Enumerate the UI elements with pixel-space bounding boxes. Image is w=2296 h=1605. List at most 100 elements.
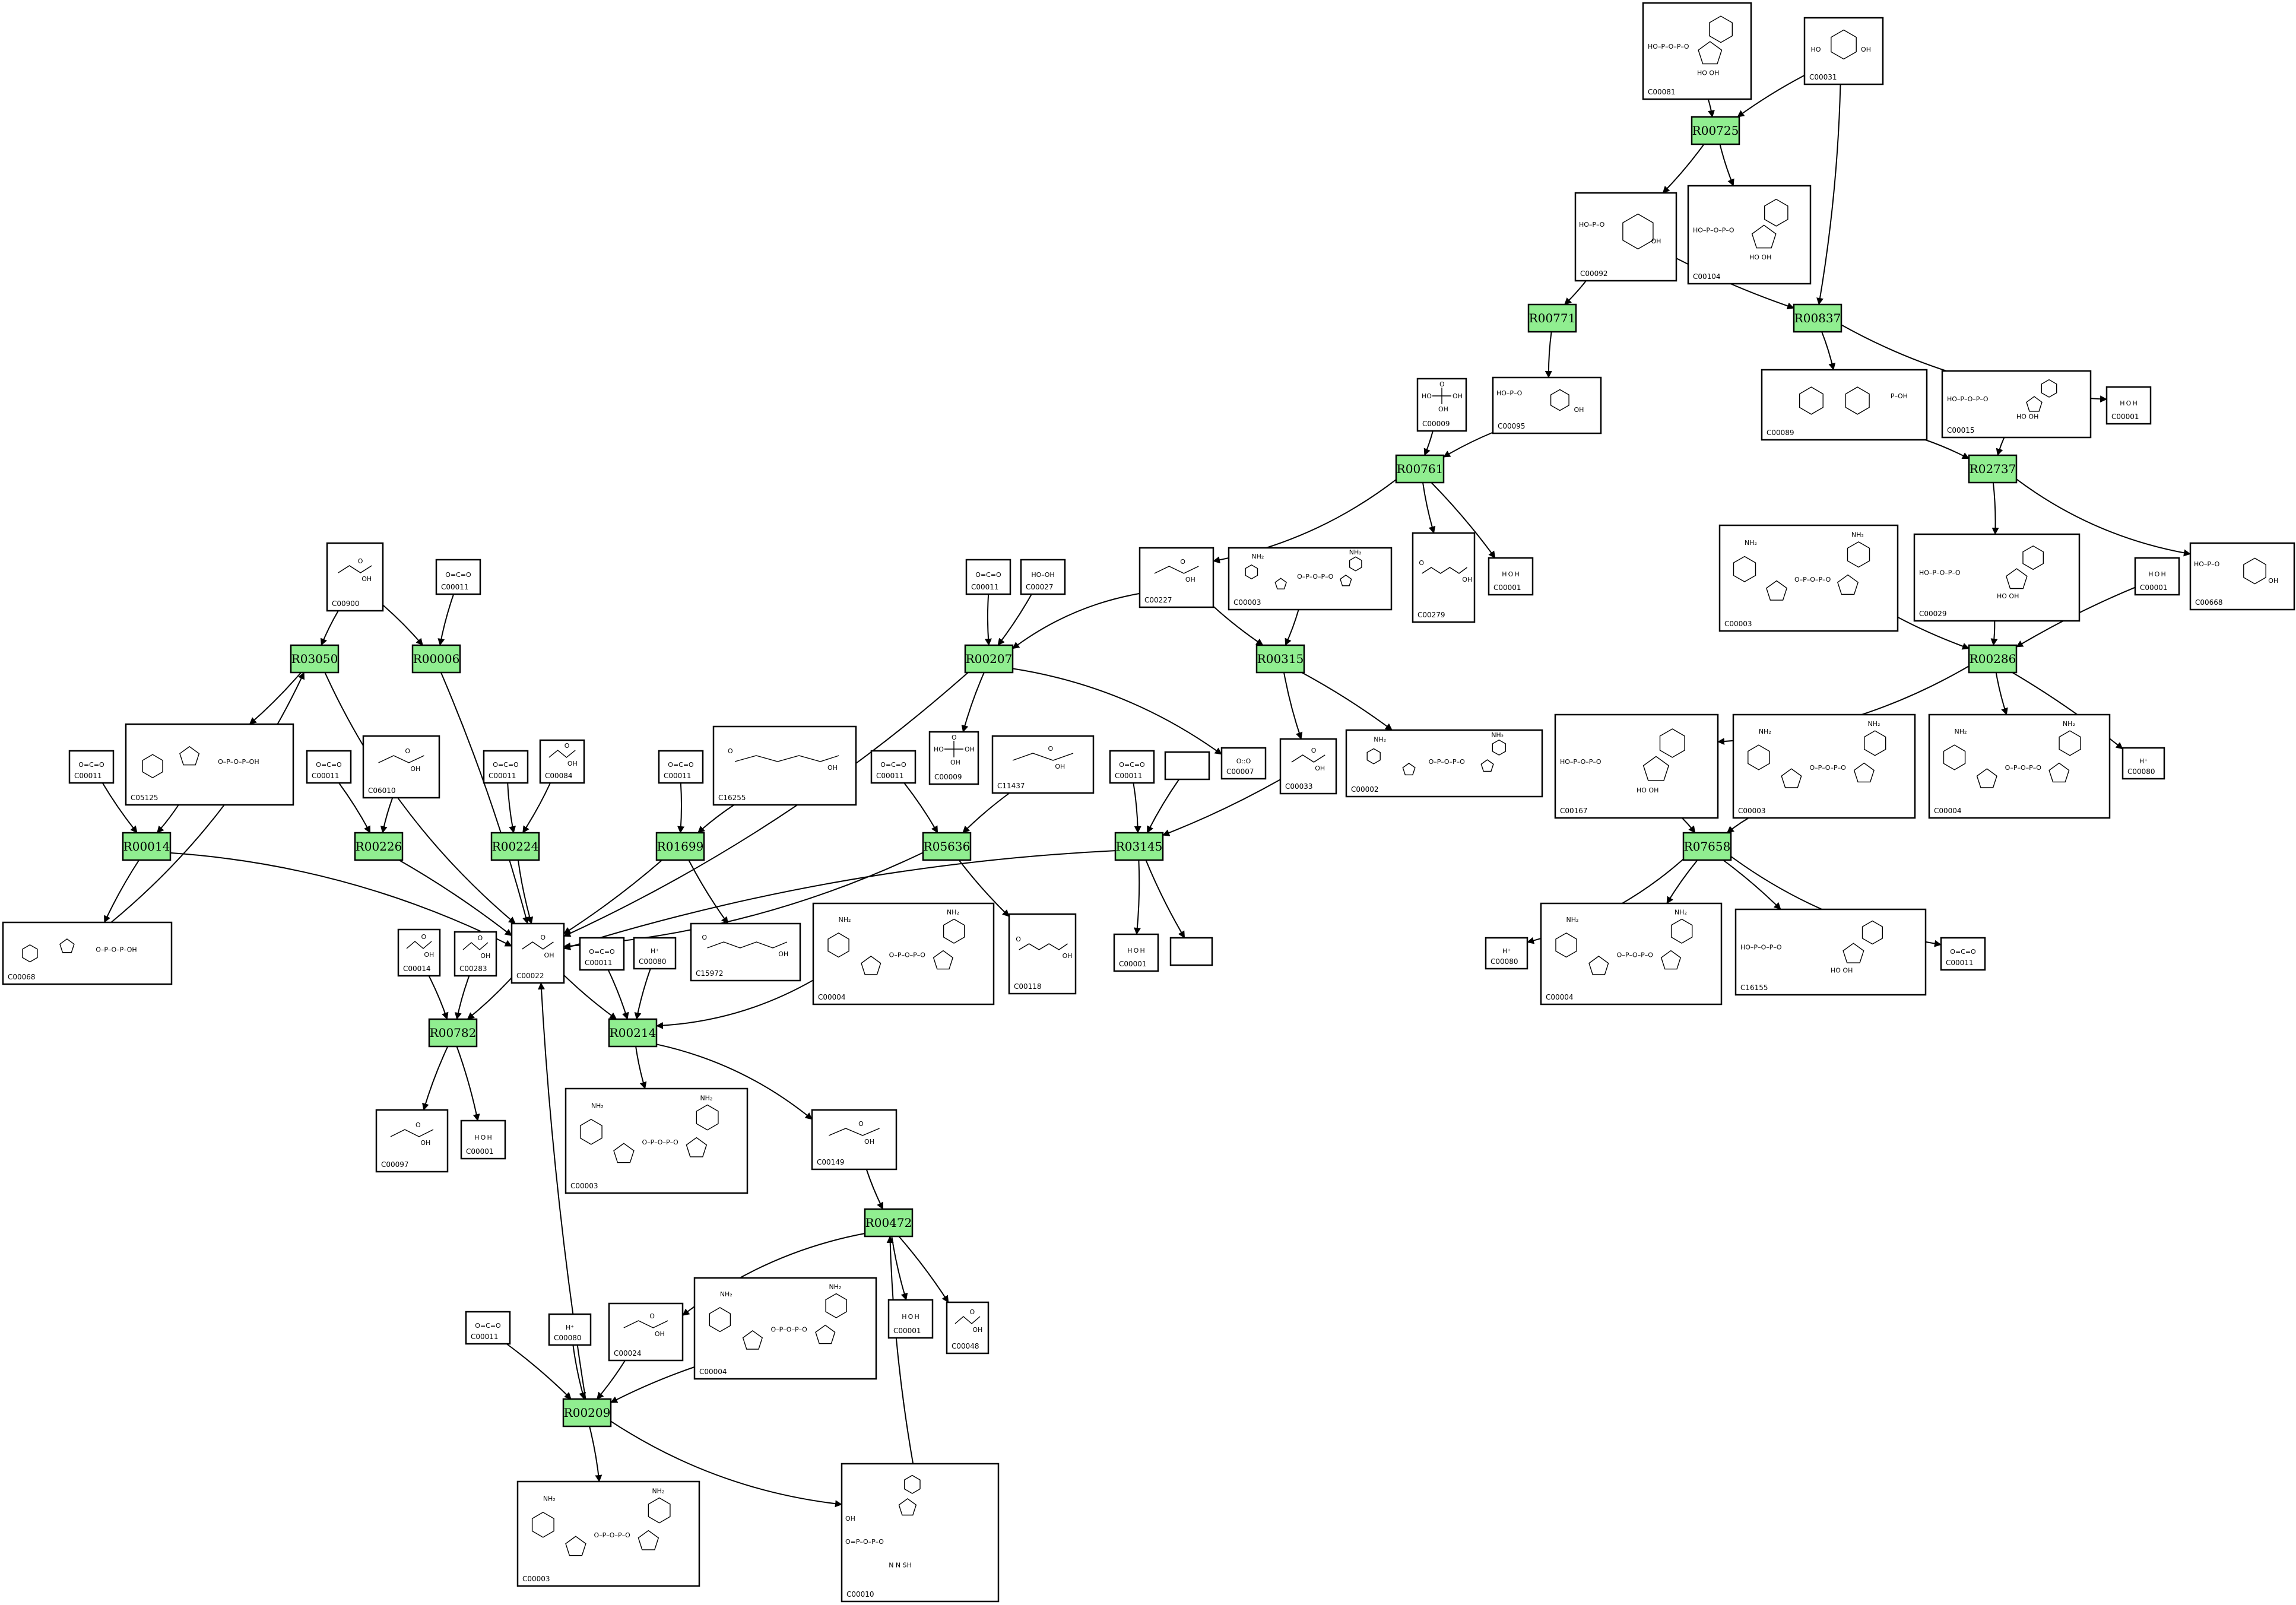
structure-drawing: OOH [623,1312,668,1338]
reaction-label: R07658 [1684,839,1731,854]
reaction-node[interactable]: R00214 [608,1018,658,1048]
reaction-node[interactable]: R00771 [1527,303,1577,333]
reaction-node[interactable]: R03050 [290,644,340,674]
reaction-node[interactable]: R00725 [1691,116,1740,145]
reaction-label: R05636 [924,839,971,854]
edge-R00006-to-c_C00022 [440,672,529,924]
reaction-node[interactable]: R00837 [1793,303,1842,333]
reaction-node[interactable]: R00207 [964,644,1014,674]
reaction-node[interactable]: R05636 [922,832,972,861]
compound-box [375,1109,449,1173]
reaction-node[interactable]: R00224 [490,832,540,861]
reaction-node[interactable]: R00315 [1255,644,1305,674]
compound-node[interactable]: H⁺C00080 [1485,937,1528,970]
reaction-label: R01699 [657,839,704,854]
compound-node[interactable] [1169,937,1213,966]
reaction-node[interactable]: R02737 [1968,454,2018,484]
reaction-node[interactable]: R00209 [562,1398,612,1428]
compound-box [483,750,529,784]
reaction-node[interactable]: R00472 [864,1208,914,1238]
compound-id-label: C00097 [381,1160,409,1169]
reaction-node[interactable]: R00014 [122,832,172,861]
compound-node[interactable]: H⁺C00080 [2121,747,2165,780]
compound-node[interactable] [1164,751,1210,781]
compound-node[interactable]: H⁺C00080 [633,937,677,970]
reaction-node[interactable]: R01699 [655,832,705,861]
reaction-node[interactable]: R00782 [428,1018,478,1048]
reaction-node[interactable]: R00226 [354,832,404,861]
reaction-node[interactable]: R00006 [411,644,461,674]
edge-c_C00014-to-R00782 [428,975,449,1020]
reaction-node[interactable]: R03145 [1114,832,1164,861]
edge-R03050-to-c_C00022 [324,672,516,924]
structure-drawing: OOH [378,747,424,773]
compound-node[interactable]: H⁺C00080 [548,1313,592,1346]
reaction-node[interactable]: R00286 [1968,644,2018,674]
reaction-node[interactable]: R07658 [1682,832,1732,861]
reaction-node[interactable]: R00761 [1395,454,1445,484]
